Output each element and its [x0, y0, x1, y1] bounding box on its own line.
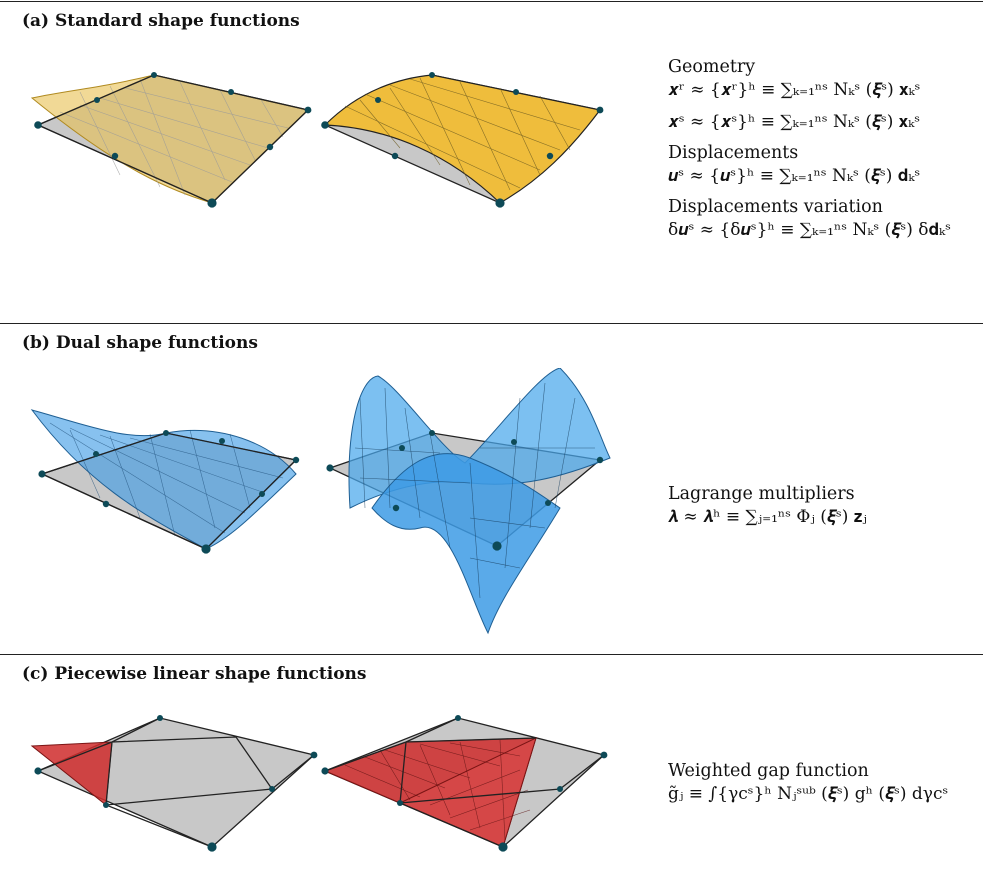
dual-shape-function-plots [30, 367, 611, 635]
node-right-c-4 [498, 842, 508, 852]
eq-label-displacements-variation: Displacements variation [668, 197, 883, 217]
eq-displacements-variation: δ𝒖ˢ ≈ {δ𝒖ˢ}ʰ ≡ ∑ₖ₌₁ⁿˢ Nₖˢ (𝝃ˢ) δ𝐝ₖˢ [668, 220, 951, 240]
node-left-b-6 [201, 544, 211, 554]
surface-grid-left-b [49, 422, 284, 537]
surface-grid-right-b [354, 382, 595, 599]
node-right-c-2 [455, 715, 461, 721]
panel-c-equations: Weighted gap function g̃ⱼ ≡ ∫{γcˢ}ʰ Nⱼˢᵘ… [668, 760, 980, 814]
node-right-5 [546, 152, 554, 160]
node-left-c-1 [34, 767, 42, 775]
eq-lagrange: 𝝀 ≈ 𝝀ʰ ≡ ∑ⱼ₌₁ⁿˢ Φⱼ (𝝃ˢ) 𝐳ⱼ [668, 507, 867, 527]
node-right-4 [596, 106, 604, 114]
node-right-1 [321, 121, 329, 129]
eq-label-lagrange: Lagrange multipliers [668, 484, 855, 504]
node-right-b-2 [429, 430, 435, 436]
node-right-8 [375, 97, 381, 103]
node-right-b-4 [596, 456, 604, 464]
dual-shape-surface-right-down [371, 453, 561, 635]
node-right-b-1 [326, 464, 334, 472]
node-left-8 [94, 97, 100, 103]
node-left-c-2 [157, 715, 163, 721]
node-left-b-3 [219, 438, 225, 444]
node-right-3 [513, 89, 519, 95]
panel-a-figures [0, 60, 640, 224]
node-right-7 [391, 152, 399, 160]
panel-b-title: (b) Dual shape functions [22, 333, 258, 353]
surface-grid-left [59, 78, 289, 196]
node-left-c-4 [207, 842, 217, 852]
node-left-b-8 [93, 451, 99, 457]
standard-shape-surface-right [323, 74, 602, 204]
eq-displacements: 𝒖ˢ ≈ {𝒖ˢ}ʰ ≡ ∑ₖ₌₁ⁿˢ Nₖˢ (𝝃ˢ) 𝐝ₖˢ [668, 166, 921, 186]
node-right-c-3 [600, 751, 608, 759]
node-left-b-4 [292, 456, 300, 464]
panel-b-equations: Lagrange multipliers 𝝀 ≈ 𝝀ʰ ≡ ∑ⱼ₌₁ⁿˢ Φⱼ … [668, 483, 980, 537]
node-right-c-6 [397, 800, 403, 806]
node-right-b-7 [392, 504, 400, 512]
surface-grid-right-c [344, 739, 531, 841]
node-right-b-5 [545, 500, 551, 506]
node-left-2 [151, 72, 157, 78]
node-right-b-3 [511, 439, 517, 445]
node-left-b-7 [102, 500, 110, 508]
standard-shape-function-plots [30, 72, 604, 208]
surface-grid-right [344, 77, 581, 191]
node-left-3 [228, 89, 234, 95]
node-left-6 [207, 198, 217, 208]
node-left-c-6 [103, 802, 109, 808]
eq-weighted-gap: g̃ⱼ ≡ ∫{γcˢ}ʰ Nⱼˢᵘᵇ (𝝃ˢ) gʰ (𝝃ˢ) dγcˢ [668, 784, 949, 804]
node-left-7 [111, 152, 119, 160]
node-left-1 [34, 121, 42, 129]
eq-geometry-slave: 𝒙ˢ ≈ {𝒙ˢ}ʰ ≡ ∑ₖ₌₁ⁿˢ Nₖˢ (𝝃ˢ) 𝐱ₖˢ [668, 112, 921, 132]
panel-a-title: (a) Standard shape functions [22, 11, 300, 31]
panel-c-figures [0, 700, 640, 864]
panel-b-figures [0, 367, 640, 642]
node-right-6 [495, 198, 505, 208]
piecewise-shape-function-plots [30, 715, 608, 852]
node-right-c-1 [321, 767, 329, 775]
node-left-5 [266, 143, 274, 151]
node-left-b-5 [259, 491, 265, 497]
panel-c-top-rule [0, 654, 983, 655]
eq-geometry-reference: 𝒙ʳ ≈ {𝒙ʳ}ʰ ≡ ∑ₖ₌₁ⁿˢ Nₖˢ (𝝃ˢ) 𝐱ₖˢ [668, 80, 921, 100]
eq-label-geometry: Geometry [668, 57, 756, 77]
panel-c-title: (c) Piecewise linear shape functions [22, 664, 367, 684]
node-left-c-3 [310, 751, 318, 759]
eq-label-weighted-gap: Weighted gap function [668, 761, 869, 781]
eq-label-displacements: Displacements [668, 143, 799, 163]
node-left-b-2 [163, 430, 169, 436]
panel-a-equations: Geometry 𝒙ʳ ≈ {𝒙ʳ}ʰ ≡ ∑ₖ₌₁ⁿˢ Nₖˢ (𝝃ˢ) 𝐱ₖ… [668, 56, 980, 250]
node-right-2 [429, 72, 435, 78]
panel-a-top-rule [0, 1, 983, 2]
dual-shape-surface-left [30, 409, 297, 550]
node-left-b-1 [38, 470, 46, 478]
node-left-4 [304, 106, 312, 114]
panel-b-top-rule [0, 323, 983, 324]
node-right-c-5 [557, 786, 563, 792]
node-right-b-6 [492, 541, 502, 551]
node-left-c-5 [269, 786, 275, 792]
node-right-b-8 [399, 445, 405, 451]
